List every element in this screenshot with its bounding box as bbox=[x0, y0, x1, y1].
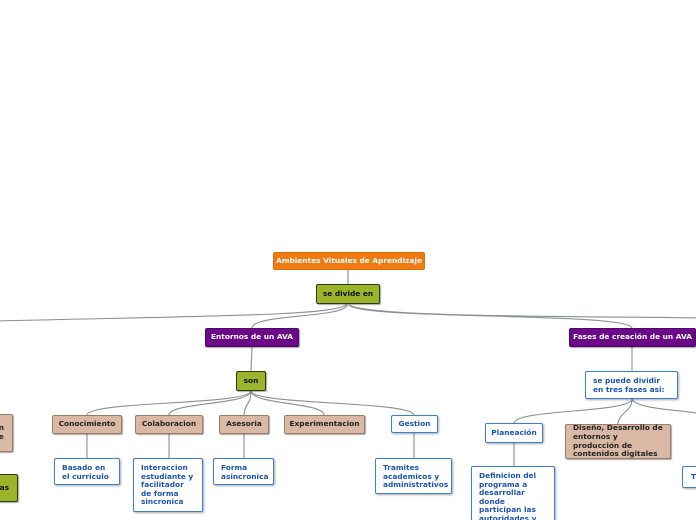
node-left-tan-fragment[interactable]: n e bbox=[0, 414, 13, 452]
node-colaboracion-desc[interactable]: Interaccion estudiante y facilitador de … bbox=[133, 458, 203, 512]
node-entornos[interactable]: Entornos de un AVA bbox=[205, 328, 299, 347]
node-planeacion-desc[interactable]: Definicion del programa a desarrollar do… bbox=[471, 466, 555, 520]
link-son-conocimiento bbox=[86, 390, 252, 416]
node-tres-fases[interactable]: se puede dividir en tres fases asi: bbox=[585, 371, 678, 399]
link-tres-right-offscreen bbox=[631, 398, 696, 414]
link-son-asesoria bbox=[243, 390, 252, 416]
link-divide-entornos bbox=[251, 304, 348, 329]
link-entornos-son bbox=[250, 346, 253, 372]
node-conocimiento[interactable]: Conocimiento bbox=[52, 415, 122, 434]
node-divide[interactable]: se divide en bbox=[316, 284, 380, 304]
node-diseno[interactable]: Diseño, Desarrollo de entornos y producc… bbox=[565, 424, 671, 459]
node-fases[interactable]: Fases de creación de un AVA bbox=[569, 328, 696, 347]
link-son-experimentacion bbox=[250, 390, 325, 416]
node-left-green-fragment[interactable]: cas bbox=[0, 474, 18, 502]
node-son[interactable]: son bbox=[236, 371, 266, 391]
node-experimentacion[interactable]: Experimentacion bbox=[284, 415, 365, 434]
node-root[interactable]: Ambientes Vituales de Aprendizaje bbox=[273, 252, 425, 270]
link-divide-right-offscreen bbox=[348, 304, 696, 319]
node-planeacion[interactable]: Planeación bbox=[485, 423, 543, 443]
node-right-blue-fragment[interactable]: T bbox=[682, 466, 696, 488]
node-gestion-desc[interactable]: Tramites academicos y administrativos bbox=[375, 458, 452, 494]
node-colaboracion[interactable]: Colaboracion bbox=[135, 415, 203, 434]
node-gestion[interactable]: Gestion bbox=[391, 415, 438, 433]
link-tres-diseno bbox=[617, 398, 633, 425]
link-divide-fases bbox=[348, 304, 633, 329]
node-asesoria[interactable]: Asesoria bbox=[219, 415, 269, 434]
link-son-gestion bbox=[250, 390, 415, 416]
link-son-colaboracion bbox=[168, 390, 252, 416]
node-asesoria-desc[interactable]: Forma asincronica bbox=[213, 458, 274, 485]
node-conocimiento-desc[interactable]: Basado en el curriculo bbox=[54, 458, 120, 485]
link-tres-planeacion bbox=[513, 398, 633, 424]
link-divide-left-offscreen bbox=[0, 303, 348, 322]
